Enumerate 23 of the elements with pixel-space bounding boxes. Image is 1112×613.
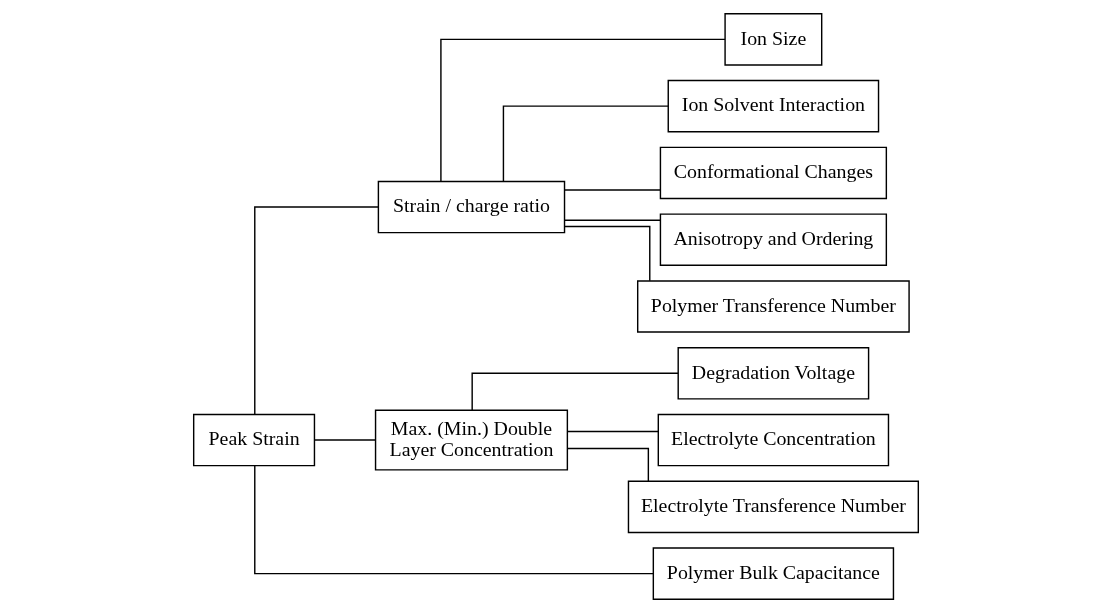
node-box: Ion Solvent Interaction: [667, 79, 880, 133]
connector: [440, 38, 726, 182]
connector: [471, 372, 679, 411]
connector: [254, 465, 654, 575]
node-box: Electrolyte Concentration: [657, 413, 890, 467]
node-box: Max. (Min.) Double Layer Concentration: [374, 409, 569, 471]
node-box: Conformational Changes: [659, 146, 888, 200]
node-box: Ion Size: [724, 13, 823, 66]
node-box: Polymer Bulk Capacitance: [652, 547, 895, 600]
node-box: Anisotropy and Ordering: [659, 213, 888, 266]
connector: [566, 430, 659, 433]
node-box: Strain / charge ratio: [377, 180, 566, 234]
node-box: Polymer Transference Number: [637, 280, 910, 333]
connector: [564, 219, 661, 221]
connector: [566, 447, 650, 482]
node-box: Degradation Voltage: [677, 347, 870, 400]
connector: [564, 189, 661, 191]
connector: [502, 105, 669, 182]
node-box: Electrolyte Transference Number: [627, 480, 920, 534]
connector: [564, 225, 651, 282]
connector: [254, 206, 379, 415]
node-box: Peak Strain: [192, 413, 316, 467]
connector: [313, 439, 377, 441]
